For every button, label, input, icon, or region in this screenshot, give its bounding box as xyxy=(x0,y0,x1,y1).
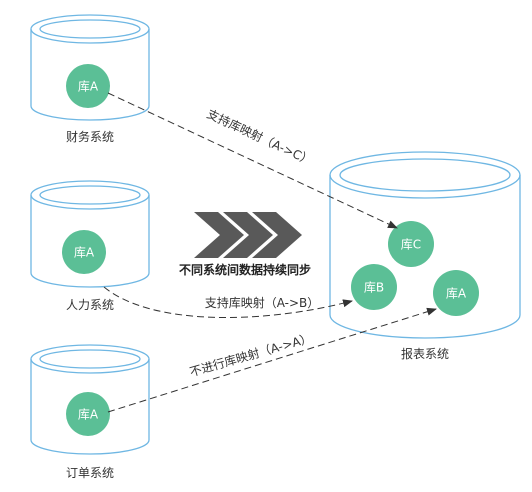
node-report-db-a-label: 库A xyxy=(446,286,467,301)
system-hr: 库A 人力系统 xyxy=(30,180,150,312)
sync-banner-label: 不同系统间数据持续同步 xyxy=(179,262,311,277)
node-order-db-a-label: 库A xyxy=(78,407,99,422)
database-cylinder-order xyxy=(30,344,150,455)
node-hr-db-a-label: 库A xyxy=(74,245,95,260)
database-cylinder-finance xyxy=(30,14,150,121)
system-report: 库C 库B 库A 报表系统 xyxy=(329,151,521,361)
edge-finance-to-c: 支持库映射（A->C） xyxy=(107,92,398,229)
system-order-label: 订单系统 xyxy=(66,466,114,480)
edge-finance-to-c-label: 支持库映射（A->C） xyxy=(205,106,315,168)
system-report-label: 报表系统 xyxy=(401,346,449,361)
edge-order-to-a: 不进行库映射（A->A） xyxy=(107,307,437,413)
node-report-db-b: 库B xyxy=(351,264,397,310)
edge-hr-to-b-label: 支持库映射（A->B） xyxy=(205,295,320,310)
edge-hr-to-b: 支持库映射（A->B） xyxy=(103,286,353,318)
system-hr-label: 人力系统 xyxy=(66,298,114,312)
node-report-db-b-label: 库B xyxy=(364,280,384,295)
sync-banner: 不同系统间数据持续同步 xyxy=(179,212,311,277)
triple-chevron-right-icon xyxy=(194,212,302,258)
node-finance-db-a-label: 库A xyxy=(78,79,99,94)
database-cylinder-report xyxy=(329,151,521,339)
node-finance-db-a: 库A xyxy=(66,64,110,108)
system-finance-label: 财务系统 xyxy=(66,129,114,144)
node-hr-db-a: 库A xyxy=(62,230,106,274)
system-finance: 库A 财务系统 xyxy=(30,14,150,144)
system-order: 库A 订单系统 xyxy=(30,344,150,480)
node-report-db-c-label: 库C xyxy=(401,237,421,252)
node-report-db-c: 库C xyxy=(388,221,434,267)
node-report-db-a: 库A xyxy=(433,270,479,316)
edge-order-to-a-label: 不进行库映射（A->A） xyxy=(188,330,314,379)
node-order-db-a: 库A xyxy=(66,392,110,436)
database-cylinder-hr xyxy=(30,180,150,288)
